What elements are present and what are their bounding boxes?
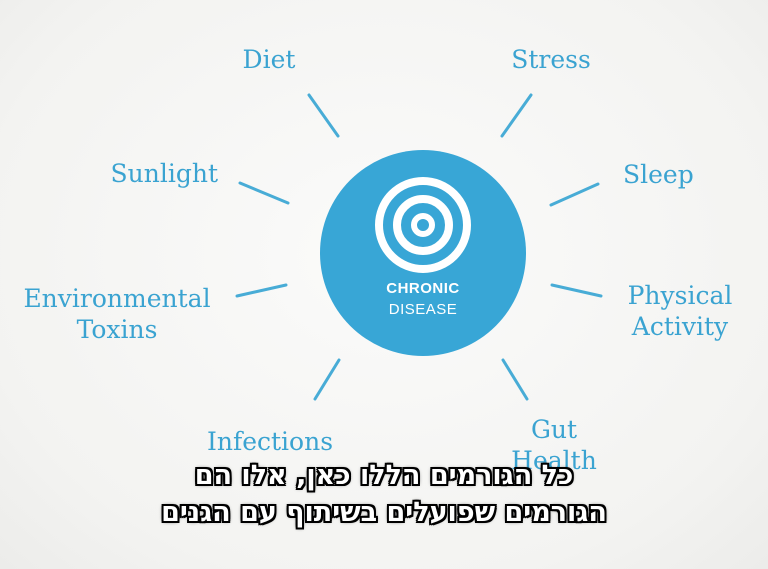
factor-physical-activity-line2: Activity <box>631 312 729 341</box>
hub-title: CHRONIC <box>386 280 460 297</box>
factor-gut-health-line2: Health <box>511 446 597 475</box>
factor-infections: Infections <box>206 427 334 456</box>
factor-diet: Diet <box>242 45 296 74</box>
factor-sleep: Sleep <box>623 160 694 189</box>
factor-physical-activity-line1: Physical <box>627 281 733 310</box>
target-icon <box>375 177 471 273</box>
factor-sunlight: Sunlight <box>110 159 218 188</box>
spoke-infections <box>313 358 341 401</box>
spoke-diet <box>307 93 340 138</box>
spoke-stress <box>500 93 533 138</box>
factor-environmental-toxins: Environmental Toxins <box>16 283 218 345</box>
factor-stress: Stress <box>511 45 591 74</box>
spoke-sunlight <box>238 181 290 205</box>
spoke-environmental-toxins <box>235 283 288 298</box>
spoke-sleep <box>549 182 600 207</box>
factor-environmental-toxins-line2: Toxins <box>76 315 158 344</box>
factor-gut-health-line1: Gut <box>530 415 578 444</box>
subtitle-captions: כל הגורמים הללו כאן, אלו הם הגורמים שפוע… <box>0 457 768 531</box>
factor-gut-health: Gut Health <box>506 414 602 476</box>
spoke-gut-health <box>501 358 529 401</box>
chronic-disease-hub: CHRONIC DISEASE <box>320 150 526 356</box>
factor-physical-activity: Physical Activity <box>622 280 738 342</box>
hub-subtitle: DISEASE <box>388 301 458 318</box>
factor-environmental-toxins-line1: Environmental <box>23 284 211 313</box>
caption-line-1: כל הגורמים הללו כאן, אלו הם <box>194 460 574 491</box>
caption-line-2: הגורמים שפועלים בשיתוף עם הגנים <box>161 497 607 528</box>
spoke-physical-activity <box>550 283 603 298</box>
